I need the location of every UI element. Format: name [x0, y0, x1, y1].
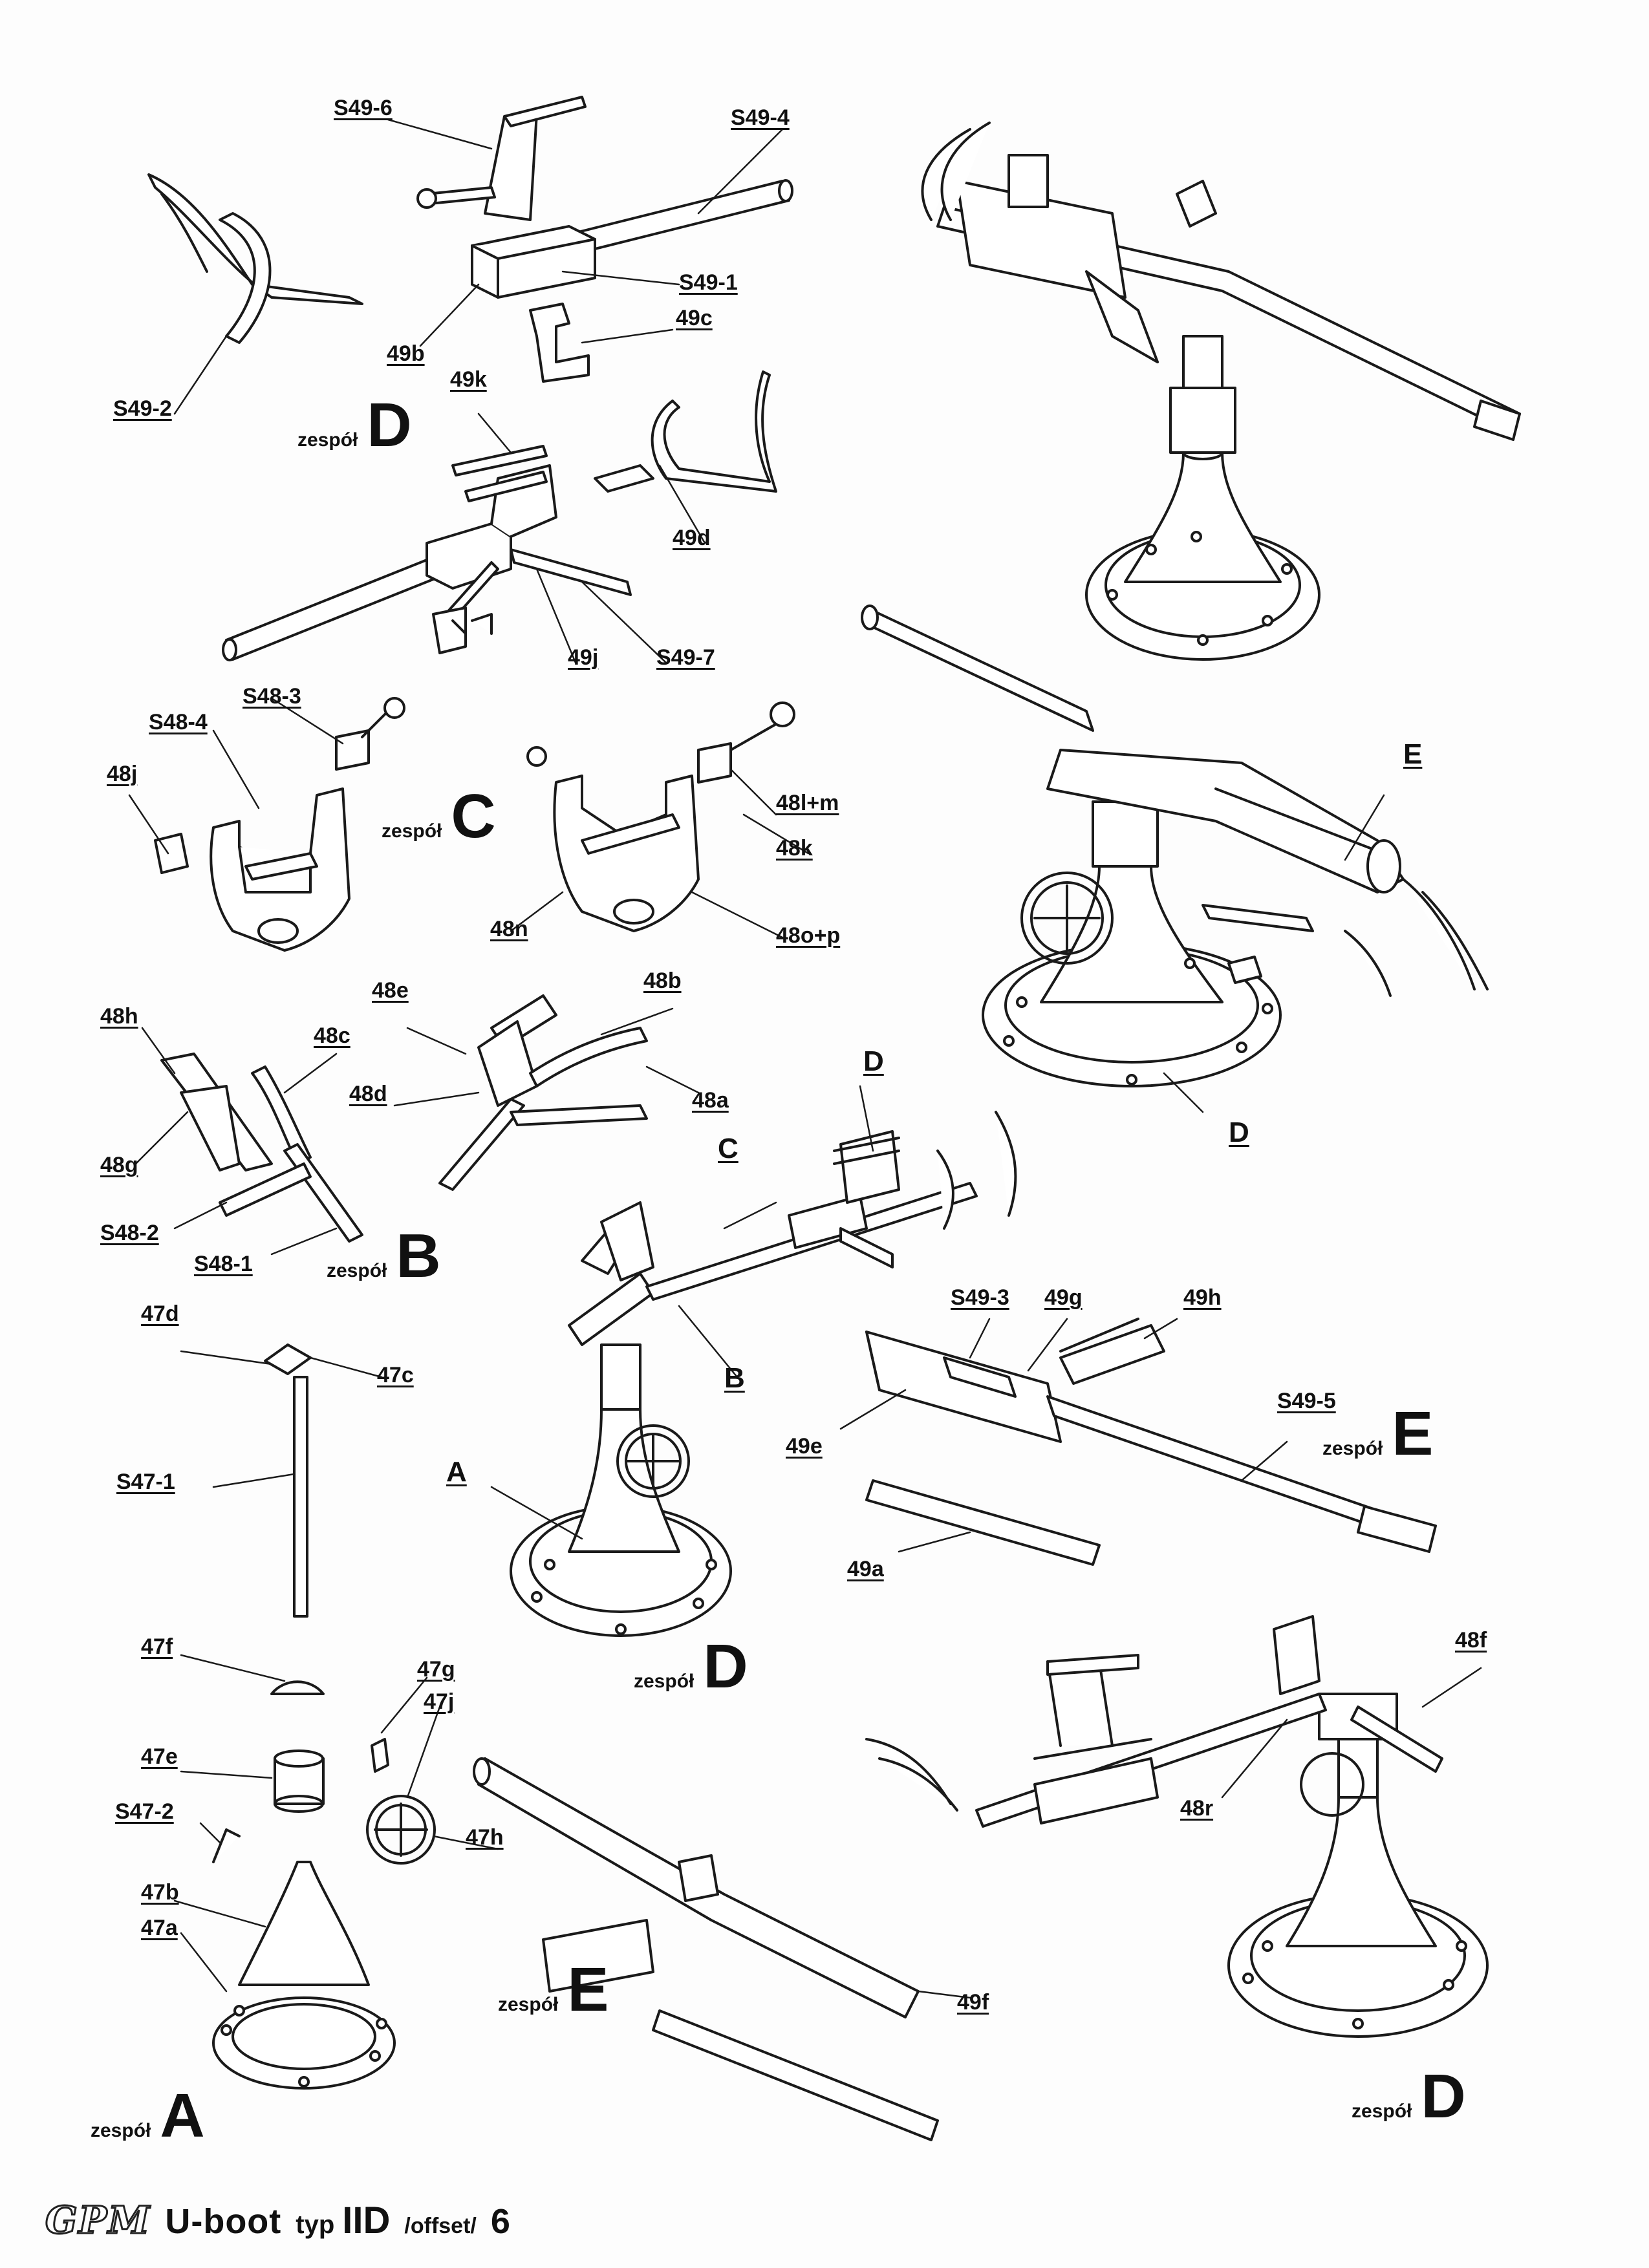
label-S48-2: S48-2	[100, 1221, 159, 1245]
drawing-e-exploded	[473, 1318, 1437, 2141]
drawing-a-exploded	[212, 1343, 436, 2090]
label-S49-2: S49-2	[113, 396, 172, 421]
label-47a: 47a	[141, 1916, 178, 1940]
ref-letter-D: D	[863, 1045, 884, 1077]
label-48h: 48h	[100, 1004, 138, 1029]
label-S49-3: S49-3	[951, 1285, 1009, 1310]
label-S49-4: S49-4	[731, 105, 790, 130]
label-49k: 49k	[450, 367, 487, 392]
assembly-letter-B: B	[396, 1221, 441, 1290]
label-48j: 48j	[107, 762, 138, 786]
assembly-caption-C: zespół C	[382, 786, 496, 848]
label-47g: 47g	[417, 1657, 455, 1682]
assembly-caption-A: zespół A	[91, 2085, 205, 2147]
label-49e: 49e	[786, 1434, 823, 1459]
assembly-word: zespół	[91, 2120, 151, 2141]
label-S47-1: S47-1	[116, 1470, 175, 1494]
assembly-word: zespół	[327, 1260, 387, 1281]
drawing-c	[154, 697, 795, 952]
leader-lines	[128, 118, 1482, 1999]
label-S49-6: S49-6	[334, 96, 393, 120]
drawing-b-exploded	[160, 994, 648, 1243]
label-47j: 47j	[424, 1689, 455, 1714]
label-47d: 47d	[141, 1301, 179, 1326]
model-type: typ	[296, 2210, 335, 2239]
ref-letter-A: A	[446, 1456, 467, 1488]
assembly-letter-E: E	[1392, 1399, 1434, 1468]
assembly-letter-D: D	[367, 390, 412, 460]
label-48k: 48k	[776, 836, 813, 861]
assembly-caption-E-bottom: zespół E	[498, 1959, 609, 2021]
label-48d: 48d	[349, 1082, 387, 1106]
label-48r: 48r	[1180, 1796, 1214, 1821]
assembly-word: zespół	[498, 1994, 559, 2015]
drawing-d-complete-bottom	[865, 1615, 1489, 2038]
label-47f: 47f	[141, 1634, 173, 1659]
label-48e: 48e	[372, 978, 409, 1003]
label-47b: 47b	[141, 1880, 179, 1905]
label-47e: 47e	[141, 1744, 178, 1769]
label-S49-1: S49-1	[679, 270, 738, 295]
assembly-caption-E-right: zespół E	[1322, 1403, 1433, 1465]
drawing-d-complete-top	[921, 122, 1521, 661]
label-49j: 49j	[568, 645, 599, 670]
assembly-caption-D-middle: zespół D	[634, 1636, 748, 1698]
assembly-caption-D-bottom: zespół D	[1352, 2066, 1466, 2128]
label-48b: 48b	[643, 968, 682, 993]
label-49c: 49c	[676, 306, 713, 330]
label-49f: 49f	[957, 1990, 989, 2015]
footer: GPM U-boot typ IID /offset/ 6	[44, 2198, 510, 2243]
label-48f: 48f	[1455, 1628, 1487, 1653]
assembly-word: zespół	[1352, 2101, 1412, 2122]
drawing-e-complete	[861, 604, 1489, 1087]
label-49g: 49g	[1044, 1285, 1083, 1310]
assembly-word: zespół	[1322, 1438, 1383, 1459]
assembly-letter-E: E	[567, 1955, 609, 2024]
label-S49-7: S49-7	[656, 645, 715, 670]
label-48o+p: 48o+p	[776, 923, 841, 948]
label-S49-5: S49-5	[1277, 1389, 1336, 1413]
assembly-letter-C: C	[451, 782, 496, 851]
assembly-letter-D: D	[1421, 2062, 1466, 2131]
label-S48-1: S48-1	[194, 1252, 253, 1276]
brand-logo: GPM	[44, 2198, 151, 2243]
drawing-d-exploded-lower	[222, 370, 777, 661]
label-S48-3: S48-3	[242, 684, 301, 709]
assembly-letter-A: A	[160, 2081, 205, 2150]
model-variant: IID	[342, 2199, 391, 2241]
label-47c: 47c	[377, 1363, 414, 1387]
ref-letter-E: E	[1403, 738, 1423, 770]
label-48n: 48n	[490, 917, 528, 941]
model-name: U-boot	[165, 2202, 282, 2241]
label-49b: 49b	[387, 341, 425, 366]
label-48g: 48g	[100, 1153, 138, 1177]
label-49h: 49h	[1183, 1285, 1222, 1310]
ref-letter-B: B	[724, 1362, 745, 1394]
label-48l+m: 48l+m	[776, 791, 839, 815]
ref-letter-D-2: D	[1229, 1117, 1249, 1148]
drawing-d-exploded-upper	[147, 96, 793, 383]
label-47h: 47h	[466, 1825, 504, 1850]
assembly-caption-D-top: zespół D	[297, 394, 412, 456]
label-49d: 49d	[673, 526, 711, 550]
label-49a: 49a	[847, 1557, 884, 1581]
label-48a: 48a	[692, 1088, 729, 1113]
label-48c: 48c	[314, 1023, 350, 1048]
ref-letter-C: C	[718, 1133, 738, 1164]
assembly-caption-B: zespół B	[327, 1225, 441, 1287]
edition: /offset/	[404, 2214, 477, 2238]
assembly-word: zespół	[297, 429, 358, 451]
assembly-word: zespół	[634, 1671, 695, 1692]
page-number: 6	[490, 2202, 510, 2241]
assembly-word: zespół	[382, 820, 442, 842]
drawing-d-combined-middle	[510, 1111, 1017, 1637]
label-S48-4: S48-4	[149, 710, 208, 734]
label-S47-2: S47-2	[115, 1799, 174, 1824]
assembly-letter-D: D	[703, 1632, 748, 1701]
